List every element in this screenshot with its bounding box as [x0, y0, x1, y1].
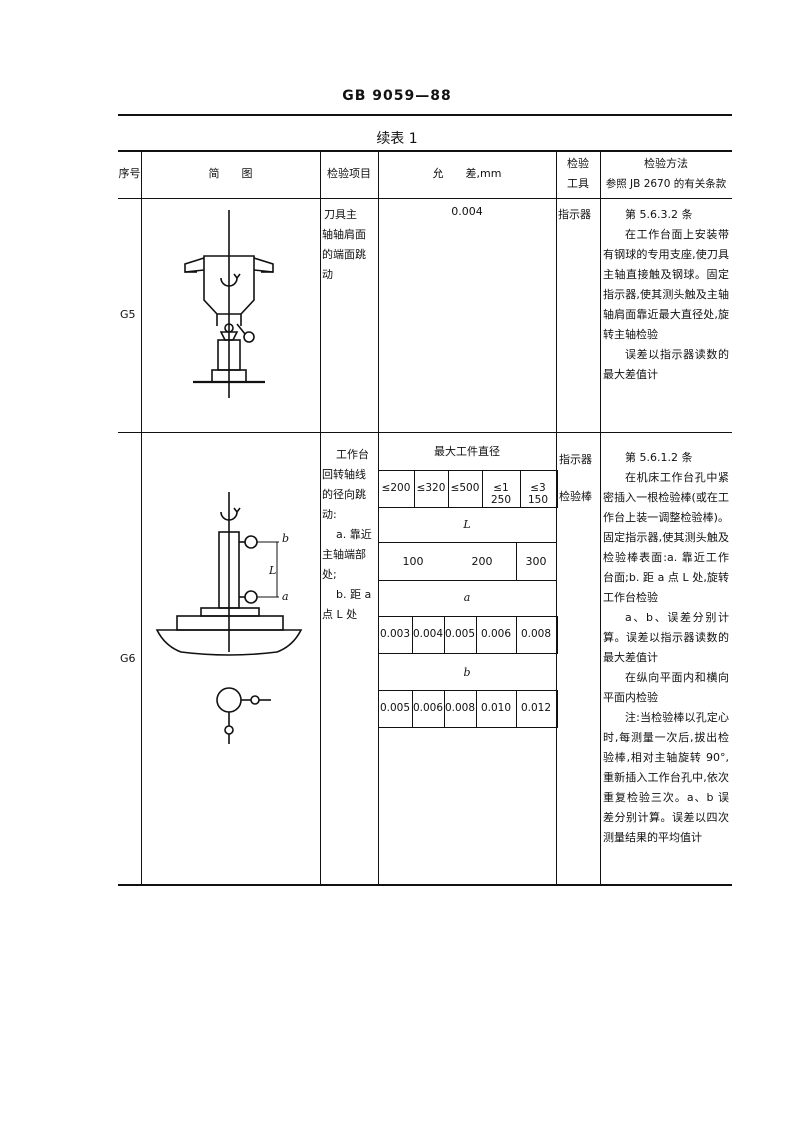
- diameter-divider: [414, 470, 415, 507]
- a-divider: [444, 616, 445, 653]
- g6-item-line: 动:: [322, 508, 337, 521]
- header-bottom-border: [118, 198, 732, 199]
- g5-tolerance-value: 0.004: [451, 205, 483, 218]
- b-divider: [444, 690, 445, 727]
- g5-tool: 指示器: [558, 208, 591, 221]
- a-value: 0.003: [379, 628, 411, 640]
- g6-tool-test-bar: 检验棒: [559, 490, 592, 503]
- b-value: 0.012: [520, 702, 552, 714]
- top-rule: [118, 114, 732, 116]
- l-label: L: [463, 518, 471, 531]
- b-row-box: [378, 690, 558, 728]
- col-divider-seq: [141, 150, 142, 886]
- a-label: a: [463, 591, 471, 604]
- g5-method-procedure: 在工作台面上安装带有钢球的专用支座,使刀具主轴直接触及钢球。固定指示器,使其测头…: [603, 228, 729, 341]
- diameter-value: ≤320: [416, 482, 446, 494]
- a-value: 0.004: [412, 628, 444, 640]
- b-divider: [516, 690, 517, 727]
- standard-number: GB 9059—88: [342, 88, 452, 104]
- g6-method: 第 5.6.1.2 条 在机床工作台孔中紧密插入一根检验棒(或在工作台上装一调整…: [603, 448, 729, 848]
- b-value: 0.006: [412, 702, 444, 714]
- col-divider-tool: [600, 150, 601, 886]
- g5-item-line: 动: [322, 268, 333, 281]
- header-method-2: 参照 JB 2670 的有关条款: [605, 178, 727, 190]
- diameter-divider: [520, 470, 521, 507]
- g6-item-line: 点 L 处: [322, 608, 358, 621]
- table-bottom-border: [118, 884, 732, 886]
- header-tool-2: 工具: [567, 177, 589, 190]
- l-divider: [516, 542, 517, 580]
- col-divider-diagram: [320, 150, 321, 886]
- diameter-value: ≤3 150: [527, 482, 549, 506]
- g6-method-error: a、b、误差分别计算。误差以指示器读数的最大差值计: [603, 611, 729, 664]
- g6-item-line: 工作台: [336, 448, 369, 461]
- g5-method-error: 误差以指示器读数的最大差值计: [603, 348, 729, 381]
- row-id-g6: G6: [120, 652, 136, 665]
- diameter-value: ≤1 250: [490, 482, 512, 506]
- header-diagram: 简 图: [208, 167, 253, 180]
- g6-item-line: 主轴端部: [322, 548, 366, 561]
- diagram-label-L: L: [268, 564, 276, 577]
- b-value: 0.010: [480, 702, 512, 714]
- l-row-bottom: [378, 580, 556, 581]
- a-value: 0.008: [520, 628, 552, 640]
- g5-method: 第 5.6.3.2 条 在工作台面上安装带有钢球的专用支座,使刀具主轴直接触及钢…: [603, 205, 729, 385]
- g6-table-radial-runout-diagram: b a L: [155, 492, 303, 744]
- g5-item-line: 刀具主: [324, 208, 357, 221]
- g6-item-line: 的径向跳: [322, 488, 366, 501]
- g5-item-line: 轴轴肩面: [322, 228, 366, 241]
- g5-item-line: 的端面跳: [322, 248, 366, 261]
- a-row-box: [378, 616, 558, 654]
- g6-method-clause: 第 5.6.1.2 条: [625, 451, 693, 464]
- l-value: 200: [471, 555, 493, 568]
- g5-spindle-face-runout-diagram: [184, 210, 274, 398]
- g6-method-note: 注:当检验棒以孔定心时,每测量一次后,拔出检验棒,相对主轴旋转 90°,重新插入…: [603, 711, 729, 844]
- header-tool-1: 检验: [567, 157, 589, 170]
- header-tolerance: 允 差,mm: [432, 167, 502, 180]
- g6-item-line: 处;: [322, 568, 337, 581]
- a-value: 0.005: [444, 628, 476, 640]
- a-divider: [476, 616, 477, 653]
- row-separator: [118, 432, 732, 433]
- g6-method-planes: 在纵向平面内和横向平面内检验: [603, 671, 729, 704]
- diameter-row-box: [378, 470, 558, 508]
- b-divider: [412, 690, 413, 727]
- col-divider-tolerance: [556, 150, 557, 886]
- header-seq: 序号: [118, 167, 141, 180]
- diameter-value: ≤500: [450, 482, 480, 494]
- a-value: 0.006: [480, 628, 512, 640]
- row-id-g5: G5: [120, 308, 136, 321]
- b-value: 0.008: [444, 702, 476, 714]
- b-value: 0.005: [379, 702, 411, 714]
- header-item: 检验项目: [327, 167, 371, 180]
- diameter-divider: [448, 470, 449, 507]
- g6-item-line: 回转轴线: [322, 468, 366, 481]
- diameter-divider: [482, 470, 483, 507]
- g6-tolerance-title: 最大工件直径: [434, 445, 500, 458]
- g5-method-clause: 第 5.6.3.2 条: [625, 208, 693, 221]
- a-divider: [412, 616, 413, 653]
- g6-item-line: a. 靠近: [336, 528, 372, 541]
- col-divider-item: [378, 150, 379, 886]
- diagram-label-a: a: [282, 590, 289, 603]
- b-divider: [476, 690, 477, 727]
- table-top-border: [118, 150, 732, 152]
- header-method-1: 检验方法: [644, 157, 688, 170]
- diagram-label-b: b: [282, 532, 289, 545]
- g6-item-line: b. 距 a: [336, 588, 372, 601]
- b-label: b: [463, 666, 471, 679]
- l-row-top: [378, 542, 556, 543]
- table-caption: 续表 1: [376, 131, 418, 147]
- g6-method-procedure: 在机床工作台孔中紧密插入一根检验棒(或在工作台上装一调整检验棒)。固定指示器,使…: [603, 471, 729, 604]
- a-divider: [516, 616, 517, 653]
- g6-tool-indicator: 指示器: [559, 453, 592, 466]
- diameter-value: ≤200: [381, 482, 411, 494]
- l-value: 300: [525, 555, 547, 568]
- l-value: 100: [402, 555, 424, 568]
